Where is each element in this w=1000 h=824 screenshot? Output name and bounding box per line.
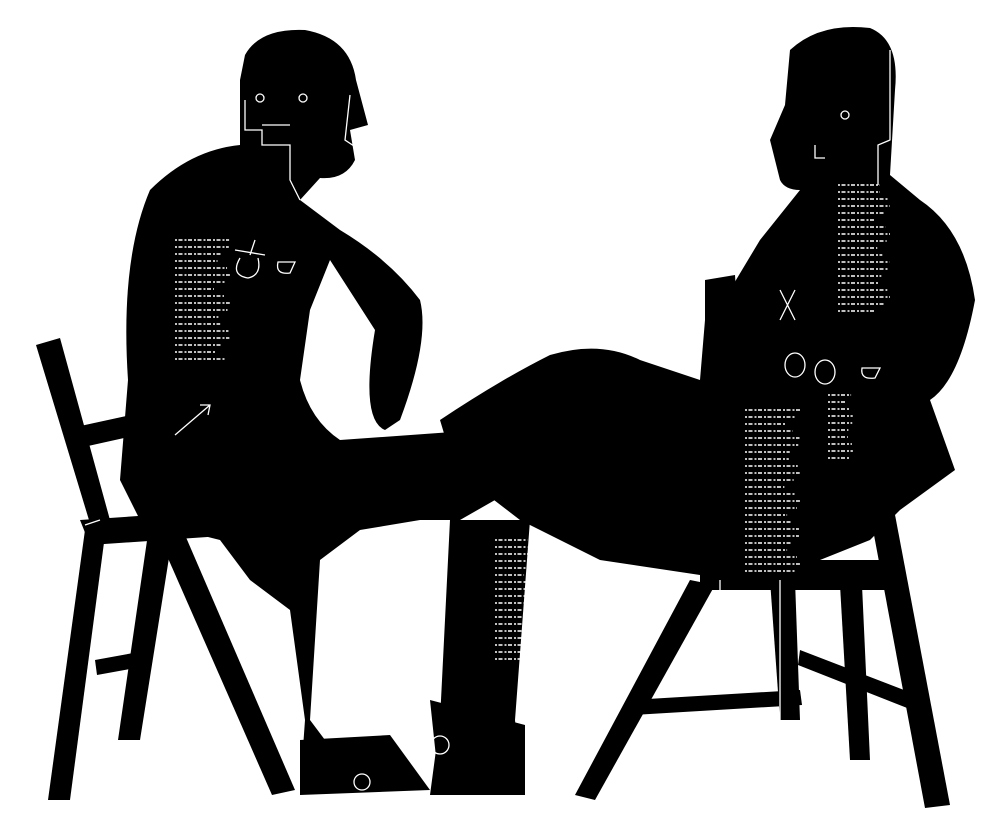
right-person-silhouette — [430, 26, 975, 795]
right-chair — [575, 460, 950, 808]
left-person-silhouette — [120, 29, 530, 795]
line-details — [84, 50, 891, 791]
scribble-text-panels — [175, 184, 890, 660]
